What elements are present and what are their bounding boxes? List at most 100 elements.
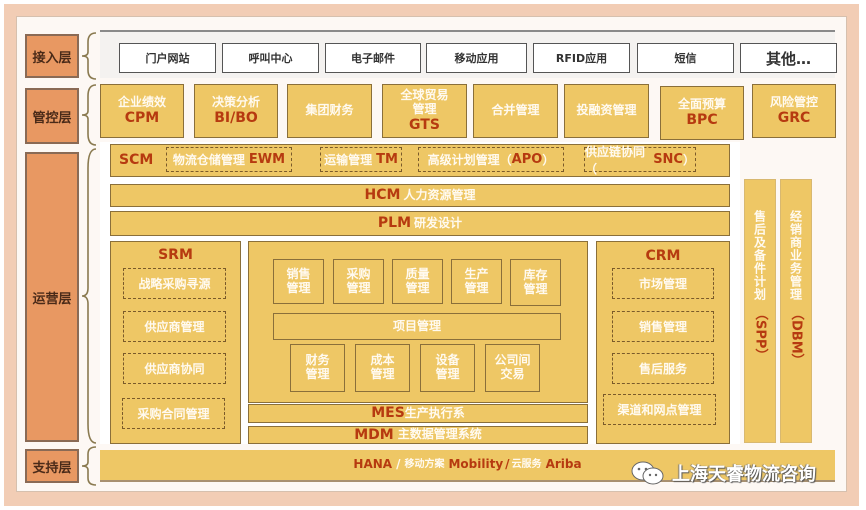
srm-panel[interactable]: SRM xyxy=(110,241,241,444)
support-mobile-cn: 移动方案 xyxy=(404,459,445,471)
spp-code: （SPP） xyxy=(752,307,768,362)
control-bi-bo-name: 决策分析 xyxy=(211,95,260,110)
control-gts[interactable]: 全球贸易 管理 GTS xyxy=(382,84,467,138)
scm-code: SCM xyxy=(119,152,154,169)
access-item-portal[interactable]: 门户网站 xyxy=(119,43,216,73)
srm-module-supplier-collab[interactable]: 供应商协同 xyxy=(123,353,226,384)
scm-snc-code: SNC xyxy=(653,152,683,167)
access-item-mobile-app[interactable]: 移动应用 xyxy=(426,43,527,73)
control-bpc[interactable]: 全面预算 BPC xyxy=(660,86,744,140)
erp-project[interactable]: 项目管理 xyxy=(273,313,561,340)
spp-name: 售后及备件计划 xyxy=(752,210,767,301)
access-item-rfid[interactable]: RFID应用 xyxy=(533,43,630,73)
brace-operations-icon xyxy=(80,148,98,444)
plm-bar[interactable]: PLM 研发设计 xyxy=(110,211,730,236)
watermark-text: 上海天睿物流咨询 xyxy=(672,464,816,485)
watermark: 上海天睿物流咨询 xyxy=(630,460,816,486)
erp-production[interactable]: 生产 管理 xyxy=(451,259,502,304)
control-grc-code: GRC xyxy=(777,109,811,126)
scm-module-snc[interactable]: 供应链协同（ SNC） xyxy=(584,145,696,176)
support-bar[interactable]: HANA / 移动方案 Mobility / 云服务 Ariba xyxy=(100,450,835,482)
control-group-finance[interactable]: 集团财务 xyxy=(287,84,372,138)
control-consolidation-name: 合并管理 xyxy=(491,103,540,118)
srm-module-sourcing[interactable]: 战略采购寻源 xyxy=(123,268,226,299)
control-grc[interactable]: 风险管控 GRC xyxy=(752,84,836,138)
mdm-bar[interactable]: MDM 主数据管理系统 xyxy=(248,426,588,444)
control-gts-name: 全球贸易 管理 xyxy=(400,88,449,116)
erp-finance[interactable]: 财务 管理 xyxy=(290,344,345,392)
scm-ewm-name: 物流仓储管理 xyxy=(172,153,245,167)
support-hana: HANA xyxy=(353,457,393,472)
control-cpm[interactable]: 企业绩效 CPM xyxy=(100,84,184,138)
erp-quality[interactable]: 质量 管理 xyxy=(392,259,443,304)
dbm-name: 经销商业务管理 xyxy=(788,210,803,301)
control-bpc-name: 全面预算 xyxy=(677,97,726,112)
brace-control-icon xyxy=(80,84,98,146)
scm-snc-name: 供应链协同（ xyxy=(585,144,646,176)
crm-code: CRM xyxy=(645,248,681,264)
srm-code: SRM xyxy=(158,247,193,263)
scm-ewm-code: EWM xyxy=(248,152,286,167)
control-investment[interactable]: 投融资管理 xyxy=(564,84,649,138)
mes-name: 生产执行系 xyxy=(404,405,465,420)
mdm-code: MDM xyxy=(354,426,394,443)
layer-label-support: 支持层 xyxy=(25,449,79,483)
control-group-finance-name: 集团财务 xyxy=(305,103,354,118)
control-bpc-code: BPC xyxy=(686,111,718,128)
erp-equipment[interactable]: 设备 管理 xyxy=(420,344,475,392)
support-mobility: Mobility xyxy=(448,457,504,472)
control-bi-bo-code: BI/BO xyxy=(214,109,258,126)
layer-label-access: 接入层 xyxy=(25,34,79,78)
control-grc-name: 风险管控 xyxy=(769,95,818,110)
erp-intercompany[interactable]: 公司间 交易 xyxy=(485,344,540,392)
control-cpm-name: 企业绩效 xyxy=(117,95,166,110)
access-item-other[interactable]: 其他… xyxy=(740,43,837,73)
access-item-call-center[interactable]: 呼叫中心 xyxy=(222,43,319,73)
srm-module-contract[interactable]: 采购合同管理 xyxy=(122,398,225,429)
layer-label-operations: 运营层 xyxy=(25,152,79,442)
control-cpm-code: CPM xyxy=(124,109,160,126)
erp-purchasing[interactable]: 采购 管理 xyxy=(333,259,384,304)
scm-snc-suffix: ） xyxy=(682,153,695,167)
control-gts-code: GTS xyxy=(409,116,440,133)
access-item-sms[interactable]: 短信 xyxy=(637,43,734,73)
hcm-name: 人力资源管理 xyxy=(403,187,476,202)
layer-label-control: 管控层 xyxy=(25,88,79,144)
support-cloud-cn: 云服务 xyxy=(511,459,542,471)
support-sep-1: / xyxy=(396,457,401,472)
crm-module-service[interactable]: 售后服务 xyxy=(612,353,714,384)
access-item-email[interactable]: 电子邮件 xyxy=(325,43,421,73)
scm-tm-name: 运输管理 xyxy=(324,153,373,167)
access-layer-panel: 门户网站 呼叫中心 电子邮件 移动应用 RFID应用 短信 其他… xyxy=(100,30,837,78)
erp-sales[interactable]: 销售 管理 xyxy=(273,259,324,304)
scm-apo-code: APO xyxy=(511,152,543,167)
dbm-bar[interactable]: 经销商业务管理 （DBM） xyxy=(780,179,812,443)
support-ariba: Ariba xyxy=(545,457,582,472)
srm-module-supplier-mgmt[interactable]: 供应商管理 xyxy=(123,311,226,342)
control-investment-name: 投融资管理 xyxy=(576,103,637,118)
plm-code: PLM xyxy=(377,215,412,232)
plm-name: 研发设计 xyxy=(414,215,463,230)
crm-module-sales[interactable]: 销售管理 xyxy=(612,311,714,342)
spp-bar[interactable]: 售后及备件计划 （SPP） xyxy=(744,179,776,443)
erp-inventory[interactable]: 库存 管理 xyxy=(510,259,561,306)
control-consolidation[interactable]: 合并管理 xyxy=(473,84,558,138)
mes-code: MES xyxy=(371,405,405,422)
scm-apo-name: 高级计划管理（ xyxy=(427,153,512,167)
erp-cost[interactable]: 成本 管理 xyxy=(355,344,410,392)
mes-bar[interactable]: MES 生产执行系 xyxy=(248,404,588,423)
wechat-icon xyxy=(630,460,666,486)
mdm-name: 主数据管理系统 xyxy=(397,427,482,442)
brace-access-icon xyxy=(80,32,98,80)
hcm-code: HCM xyxy=(364,187,401,204)
hcm-bar[interactable]: HCM 人力资源管理 xyxy=(110,184,730,207)
scm-tm-code: TM xyxy=(376,152,398,167)
scm-module-apo[interactable]: 高级计划管理（APO） xyxy=(418,147,564,172)
brace-support-icon xyxy=(80,446,98,486)
crm-panel[interactable]: CRM xyxy=(596,241,730,444)
control-bi-bo[interactable]: 决策分析 BI/BO xyxy=(194,84,278,138)
crm-module-marketing[interactable]: 市场管理 xyxy=(612,268,714,299)
crm-module-channel[interactable]: 渠道和网点管理 xyxy=(603,394,716,425)
